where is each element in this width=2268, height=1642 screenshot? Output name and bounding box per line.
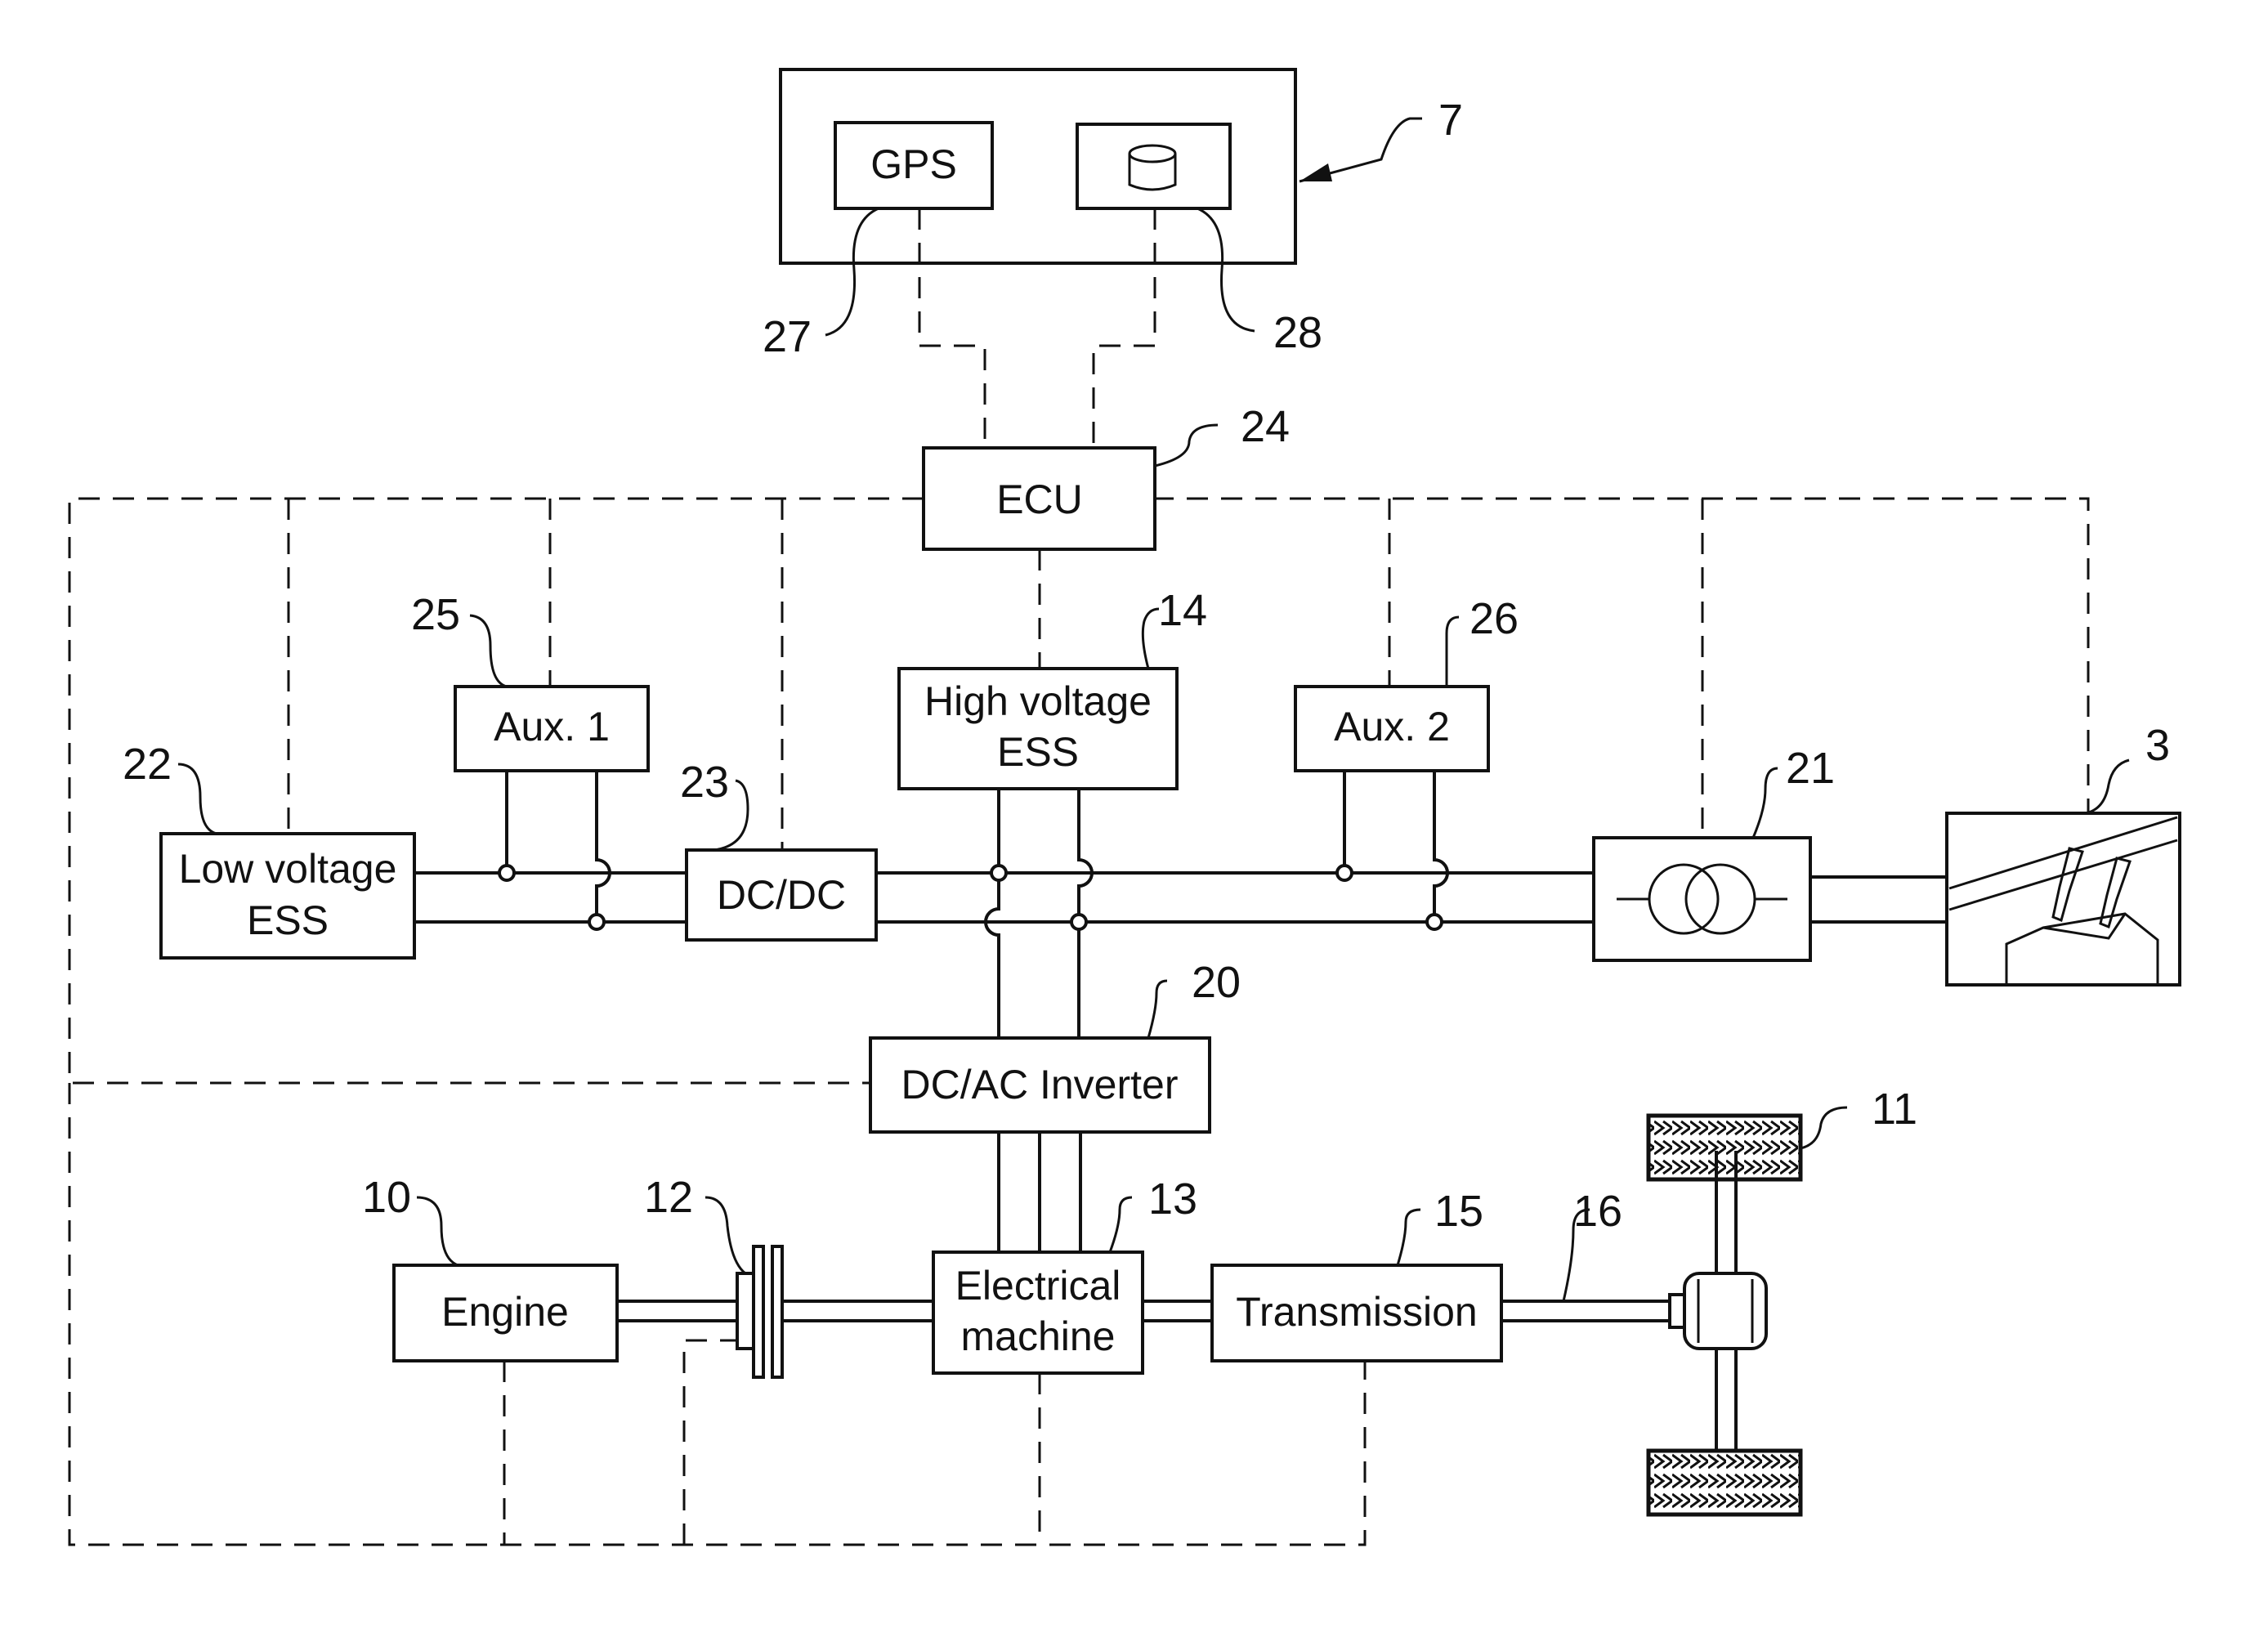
ref-7: 7 [1438,96,1463,145]
lv-ess-label-2: ESS [247,897,329,943]
wheel-bottom [1648,1451,1801,1514]
lv-ess-label-1: Low voltage [179,846,397,892]
hv-ess-label-2: ESS [997,729,1079,775]
ref-10: 10 [362,1173,411,1222]
dcdc-label: DC/DC [717,872,846,918]
ref-24: 24 [1241,402,1290,451]
bus-junctions [499,866,1442,929]
gps-block: GPS [835,123,992,208]
aux2-block: Aux. 2 [1295,687,1488,771]
charger-block [1594,838,1810,960]
aux1-block: Aux. 1 [455,687,648,771]
differential [1670,1273,1766,1349]
aux1-label: Aux. 1 [494,704,610,749]
ref-14: 14 [1158,586,1207,635]
inverter-block: DC/AC Inverter [870,1038,1210,1132]
ref-3: 3 [2145,721,2170,770]
transmission-block: Transmission [1212,1265,1501,1361]
gps-label: GPS [870,141,957,187]
ref-28: 28 [1273,308,1322,357]
ref-21: 21 [1786,744,1835,793]
aux2-label: Aux. 2 [1334,704,1450,749]
ref-27: 27 [763,312,812,361]
wheel-icon [1648,1451,1801,1514]
ref-20: 20 [1192,958,1241,1007]
wheel-icon [1648,1116,1801,1179]
map-database-block [1077,124,1230,208]
dcdc-block: DC/DC [687,850,876,940]
electrical-machine-block: Electrical machine [933,1252,1143,1373]
clutch [737,1246,782,1377]
hv-ess-label-1: High voltage [924,678,1152,724]
ref-25: 25 [411,590,460,639]
ecu-block: ECU [924,448,1155,549]
ecu-label: ECU [996,476,1083,522]
em-label-1: Electrical [955,1263,1121,1309]
ref-16: 16 [1573,1187,1622,1236]
ref-26: 26 [1470,594,1519,643]
ref-12: 12 [644,1173,693,1222]
ref-15: 15 [1434,1187,1483,1236]
driver-pedals-block [1947,813,2180,985]
hv-ess-block: High voltage ESS [899,669,1177,789]
inverter-label: DC/AC Inverter [901,1062,1179,1107]
ref-11: 11 [1872,1085,1917,1134]
ref-22: 22 [123,740,172,789]
ref-23: 23 [680,758,729,807]
transmission-label: Transmission [1236,1289,1477,1335]
engine-block: Engine [394,1265,617,1361]
wheel-top [1648,1116,1801,1179]
clutch-icon [737,1246,782,1377]
lv-ess-block: Low voltage ESS [161,834,414,958]
em-label-2: machine [961,1313,1116,1359]
differential-icon [1670,1273,1766,1349]
ref-13: 13 [1148,1174,1197,1224]
engine-label: Engine [441,1289,569,1335]
